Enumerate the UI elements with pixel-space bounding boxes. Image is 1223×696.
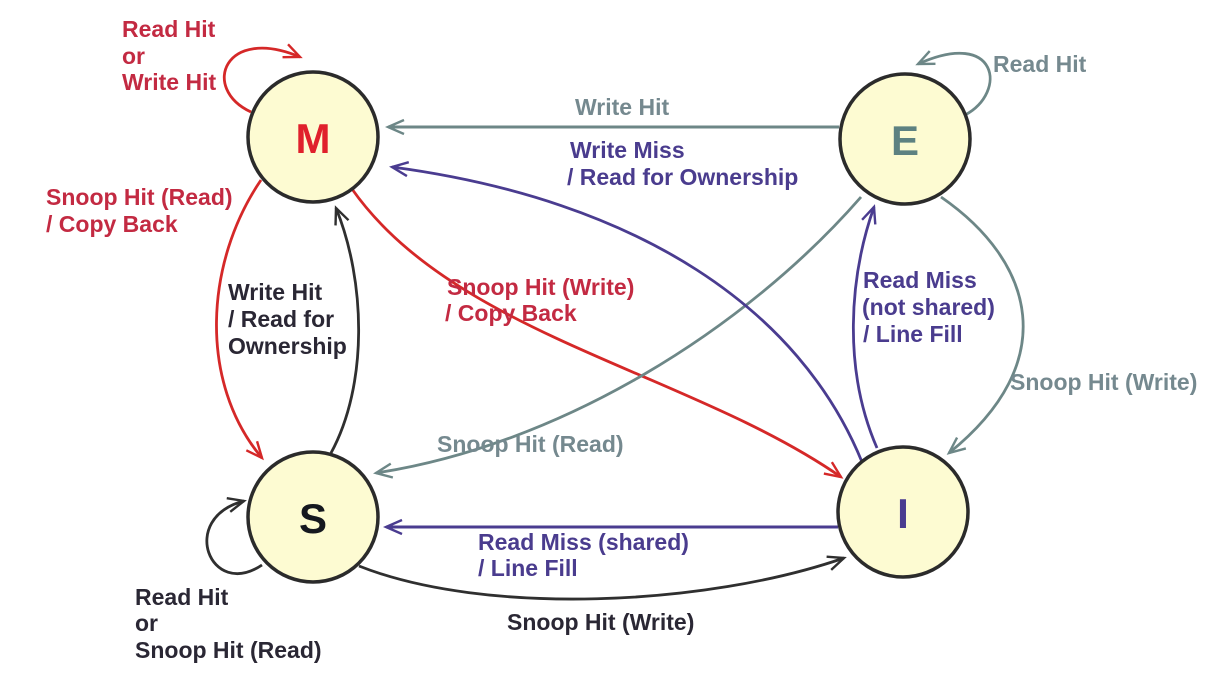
- transition-arrow-s-to-m: [329, 205, 361, 454]
- transition-label-i-to-s-line2: / Line Fill: [478, 555, 578, 581]
- state-circle-s: [246, 450, 380, 584]
- transition-label-m-self-line3: Write Hit: [122, 69, 216, 95]
- transition-label-s-to-m-line2: / Read for: [228, 306, 334, 332]
- transition-label-m-to-i-line1: Snoop Hit (Write): [447, 274, 634, 300]
- transition-label-s-to-m-line1: Write Hit: [228, 279, 322, 305]
- transition-arrow-s-to-i: [358, 555, 847, 601]
- transition-label-e-to-m: Write Hit: [575, 94, 669, 120]
- transition-label-m-to-s-line1: Snoop Hit (Read): [46, 184, 233, 210]
- transition-label-m-to-s-line2: / Copy Back: [46, 211, 178, 237]
- transition-label-i-to-m-line1: Write Miss: [570, 137, 685, 163]
- transition-label-m-self-line2: or: [122, 43, 145, 69]
- transition-label-s-to-m-line3: Ownership: [228, 333, 347, 359]
- transition-arrow-m-self: [222, 43, 303, 114]
- transition-label-e-to-i: Snoop Hit (Write): [1010, 369, 1197, 395]
- state-letter-s: S: [299, 495, 327, 542]
- transition-label-i-to-e-line1: Read Miss: [863, 267, 977, 293]
- transition-arrow-i-to-m: [389, 161, 864, 463]
- transition-arrow-m-to-s: [215, 179, 264, 461]
- state-circle-e: [838, 72, 972, 206]
- transition-label-i-to-e-line2: (not shared): [862, 294, 995, 320]
- transition-label-s-to-i: Snoop Hit (Write): [507, 609, 694, 635]
- state-circle-m: [246, 70, 380, 204]
- transition-arrow-e-to-i: [940, 195, 1025, 455]
- transition-label-i-to-m-line2: / Read for Ownership: [567, 164, 798, 190]
- transition-arrow-e-self: [915, 50, 992, 117]
- transition-label-i-to-s-line1: Read Miss (shared): [478, 529, 689, 555]
- transition-label-s-self-line2: or: [135, 610, 158, 636]
- state-circle-i: [836, 445, 970, 579]
- transition-label-m-to-i-line2: / Copy Back: [445, 300, 577, 326]
- transition-arrow-s-self: [205, 497, 263, 575]
- state-letter-m: M: [296, 115, 331, 162]
- state-letter-i: I: [897, 490, 909, 537]
- transition-label-e-to-s: Snoop Hit (Read): [437, 431, 624, 457]
- transition-label-s-self-line1: Read Hit: [135, 584, 229, 610]
- transition-label-e-self: Read Hit: [993, 51, 1087, 77]
- transition-arrow-m-to-i: [350, 188, 844, 479]
- transition-label-s-self-line3: Snoop Hit (Read): [135, 637, 322, 663]
- transition-label-i-to-e-line3: / Line Fill: [863, 321, 963, 347]
- transition-label-m-self-line1: Read Hit: [122, 16, 216, 42]
- state-letter-e: E: [891, 117, 919, 164]
- transition-arrow-i-to-e: [851, 204, 879, 449]
- transition-arrow-e-to-s: [373, 196, 863, 479]
